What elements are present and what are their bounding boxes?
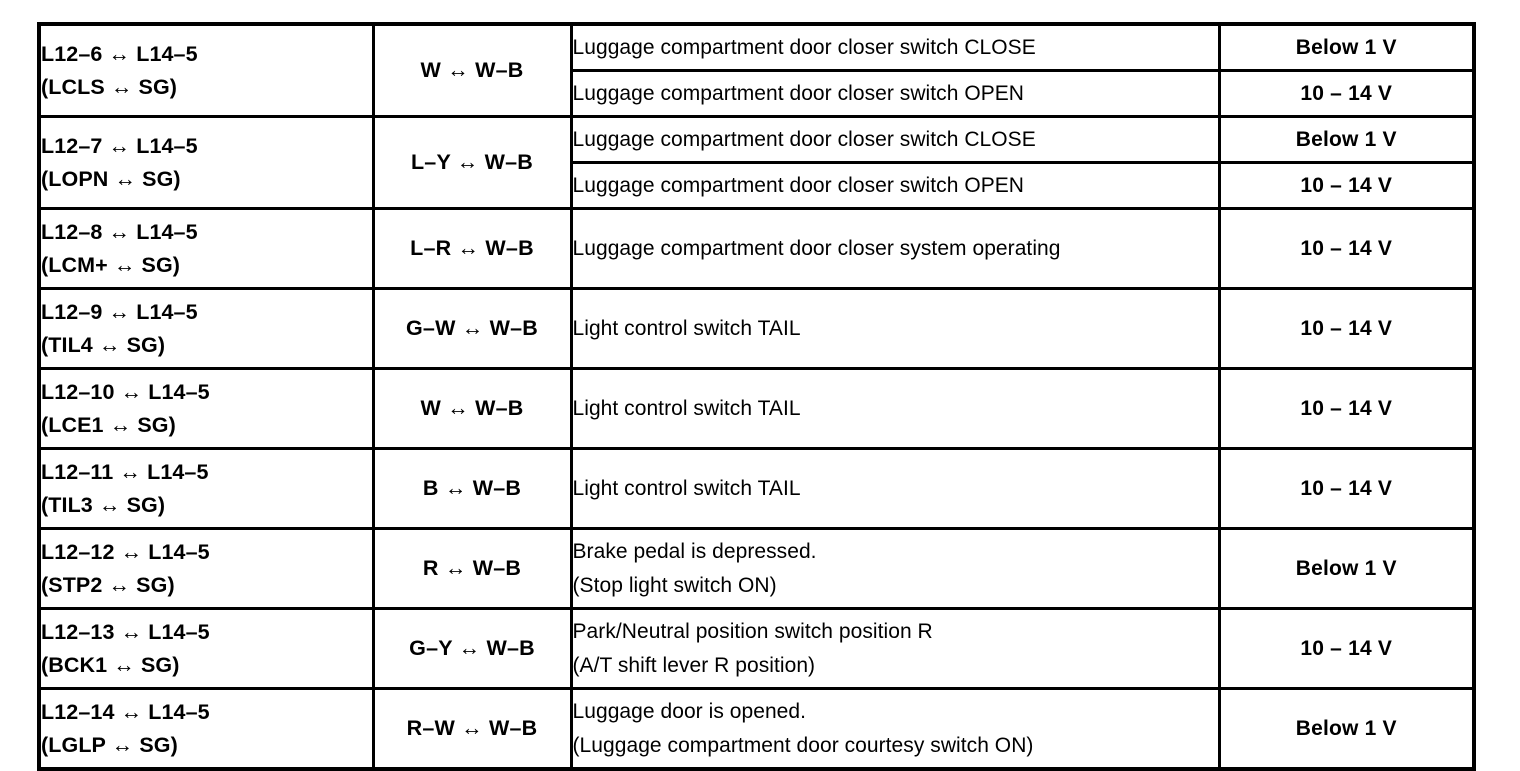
wire-color-cell: W ↔ W–B <box>371 22 573 118</box>
condition-text: Brake pedal is depressed. <box>572 540 817 564</box>
terminal-pair-alias: (STP2 ↔ SG) <box>41 572 175 597</box>
condition-text: Luggage compartment door closer switch O… <box>572 81 1025 105</box>
specified-value-cell: 10 – 14 V <box>1217 69 1476 118</box>
condition-cell: Luggage compartment door closer switch C… <box>569 115 1221 164</box>
terminal-pair-main: L12–12 ↔ L14–5 <box>41 539 210 564</box>
terminal-pair-alias: (LOPN ↔ SG) <box>41 166 181 191</box>
condition-cell: Luggage door is opened. (Luggage compartm… <box>569 687 1221 771</box>
wire-color-cell: R ↔ W–B <box>371 527 573 610</box>
terminal-pair-main: L12–6 ↔ L14–5 <box>41 41 198 66</box>
terminal-pair-cell: L12–11 ↔ L14–5 (TIL3 ↔ SG) <box>37 447 375 530</box>
specified-value-cell: 10 – 14 V <box>1217 367 1476 450</box>
wire-color-cell: B ↔ W–B <box>371 447 573 530</box>
condition-text-secondary: (A/T shift lever R position) <box>572 653 816 677</box>
terminal-pair-cell: L12–12 ↔ L14–5 (STP2 ↔ SG) <box>37 527 375 610</box>
wire-color-cell: G–Y ↔ W–B <box>371 607 573 690</box>
condition-text: Luggage compartment door closer system o… <box>572 236 1061 260</box>
condition-text: Park/Neutral position switch position R <box>572 620 933 644</box>
specified-value-cell: Below 1 V <box>1217 687 1476 771</box>
terminal-pair-main: L12–8 ↔ L14–5 <box>41 219 198 244</box>
wire-color-cell: G–W ↔ W–B <box>371 287 573 370</box>
table-row: Luggage compartment door closer switch O… <box>39 69 1476 118</box>
specified-value-cell: 10 – 14 V <box>1217 161 1476 210</box>
terminal-pair-cell: L12–8 ↔ L14–5 (LCM+ ↔ SG) <box>37 207 375 290</box>
terminal-pair-alias: (BCK1 ↔ SG) <box>41 652 180 677</box>
condition-cell: Luggage compartment door closer switch C… <box>569 22 1221 72</box>
specified-value-cell: Below 1 V <box>1217 22 1476 72</box>
terminal-pair-main: L12–14 ↔ L14–5 <box>41 699 210 724</box>
condition-cell: Luggage compartment door closer switch O… <box>569 69 1221 118</box>
terminal-pair-cell: L12–7 ↔ L14–5 (LOPN ↔ SG) <box>37 115 375 210</box>
condition-text: Luggage compartment door closer switch O… <box>572 173 1025 197</box>
terminal-pair-main: L12–9 ↔ L14–5 <box>41 299 198 324</box>
condition-text: Luggage compartment door closer switch C… <box>572 127 1036 151</box>
terminal-pair-cell: L12–14 ↔ L14–5 (LGLP ↔ SG) <box>37 687 375 771</box>
terminal-pair-main: L12–10 ↔ L14–5 <box>41 379 210 404</box>
terminal-pair-alias: (LCM+ ↔ SG) <box>41 252 181 277</box>
terminal-pair-main: L12–13 ↔ L14–5 <box>41 619 210 644</box>
specified-value-cell: 10 – 14 V <box>1217 447 1476 530</box>
condition-text: Light control switch TAIL <box>572 396 801 420</box>
condition-text: Luggage door is opened. <box>572 700 807 724</box>
terminal-pair-cell: L12–9 ↔ L14–5 (TIL4 ↔ SG) <box>37 287 375 370</box>
specified-value-cell: 10 – 14 V <box>1217 287 1476 370</box>
condition-cell: Park/Neutral position switch position R (… <box>569 607 1221 690</box>
terminal-pair-cell: L12–6 ↔ L14–5 (LCLS ↔ SG) <box>37 22 375 118</box>
condition-cell: Light control switch TAIL <box>569 287 1221 370</box>
terminal-pair-main: L12–11 ↔ L14–5 <box>41 459 209 484</box>
specified-value-cell: Below 1 V <box>1217 115 1476 164</box>
wire-color-cell: L–Y ↔ W–B <box>371 115 573 210</box>
table-row: Luggage compartment door closer switch O… <box>39 161 1476 210</box>
condition-text: Luggage compartment door closer switch C… <box>572 35 1036 59</box>
condition-cell: Luggage compartment door closer switch O… <box>569 161 1221 210</box>
specified-value-cell: 10 – 14 V <box>1217 207 1476 290</box>
wire-color-cell: R–W ↔ W–B <box>371 687 573 771</box>
wire-color-cell: W ↔ W–B <box>371 367 573 450</box>
condition-text: Light control switch TAIL <box>572 476 801 500</box>
condition-cell: Luggage compartment door closer system o… <box>569 207 1221 290</box>
terminal-pair-cell: L12–10 ↔ L14–5 (LCE1 ↔ SG) <box>37 367 375 450</box>
terminal-pair-alias: (TIL4 ↔ SG) <box>41 332 166 357</box>
terminal-pair-cell: L12–13 ↔ L14–5 (BCK1 ↔ SG) <box>37 607 375 690</box>
terminal-pair-alias: (LCLS ↔ SG) <box>41 74 178 99</box>
condition-text: Light control switch TAIL <box>572 316 801 340</box>
condition-cell: Light control switch TAIL <box>569 367 1221 450</box>
wire-color-cell: L–R ↔ W–B <box>371 207 573 290</box>
terminal-pair-main: L12–7 ↔ L14–5 <box>41 133 198 158</box>
condition-text-secondary: (Stop light switch ON) <box>572 573 777 597</box>
specified-value-cell: 10 – 14 V <box>1217 607 1476 690</box>
terminal-pair-alias: (LGLP ↔ SG) <box>41 732 178 757</box>
specified-value-cell: Below 1 V <box>1217 527 1476 610</box>
condition-text-secondary: (Luggage compartment door courtesy switc… <box>572 733 1034 757</box>
condition-cell: Light control switch TAIL <box>569 447 1221 530</box>
terminal-pair-alias: (TIL3 ↔ SG) <box>41 492 166 517</box>
terminal-pair-alias: (LCE1 ↔ SG) <box>41 412 176 437</box>
condition-cell: Brake pedal is depressed. (Stop light swi… <box>569 527 1221 610</box>
